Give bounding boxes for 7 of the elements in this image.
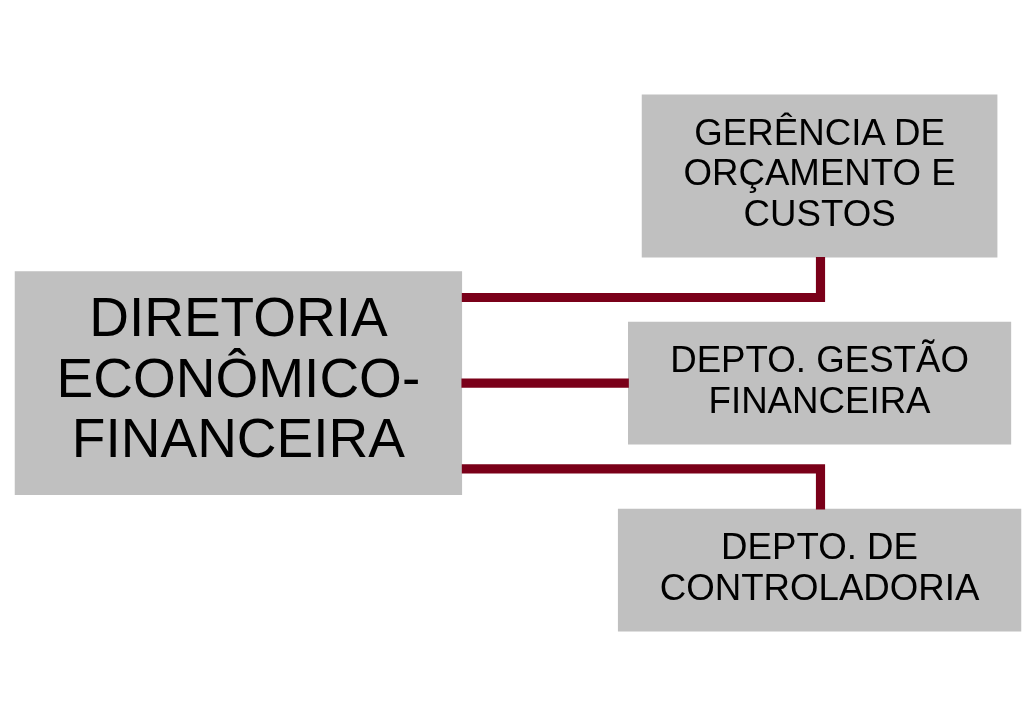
connector — [461, 463, 826, 509]
connector — [461, 256, 826, 302]
node-box: DIRETORIA ECONÔMICO-FINANCEIRA — [14, 270, 463, 495]
node-box: GERÊNCIA DE ORÇAMENTO E CUSTOS — [641, 93, 998, 258]
connector — [461, 378, 629, 388]
node-box: DEPTO. GESTÃO FINANCEIRA — [628, 321, 1012, 445]
node-box: DEPTO. DE CONTROLADORIA — [617, 508, 1022, 632]
